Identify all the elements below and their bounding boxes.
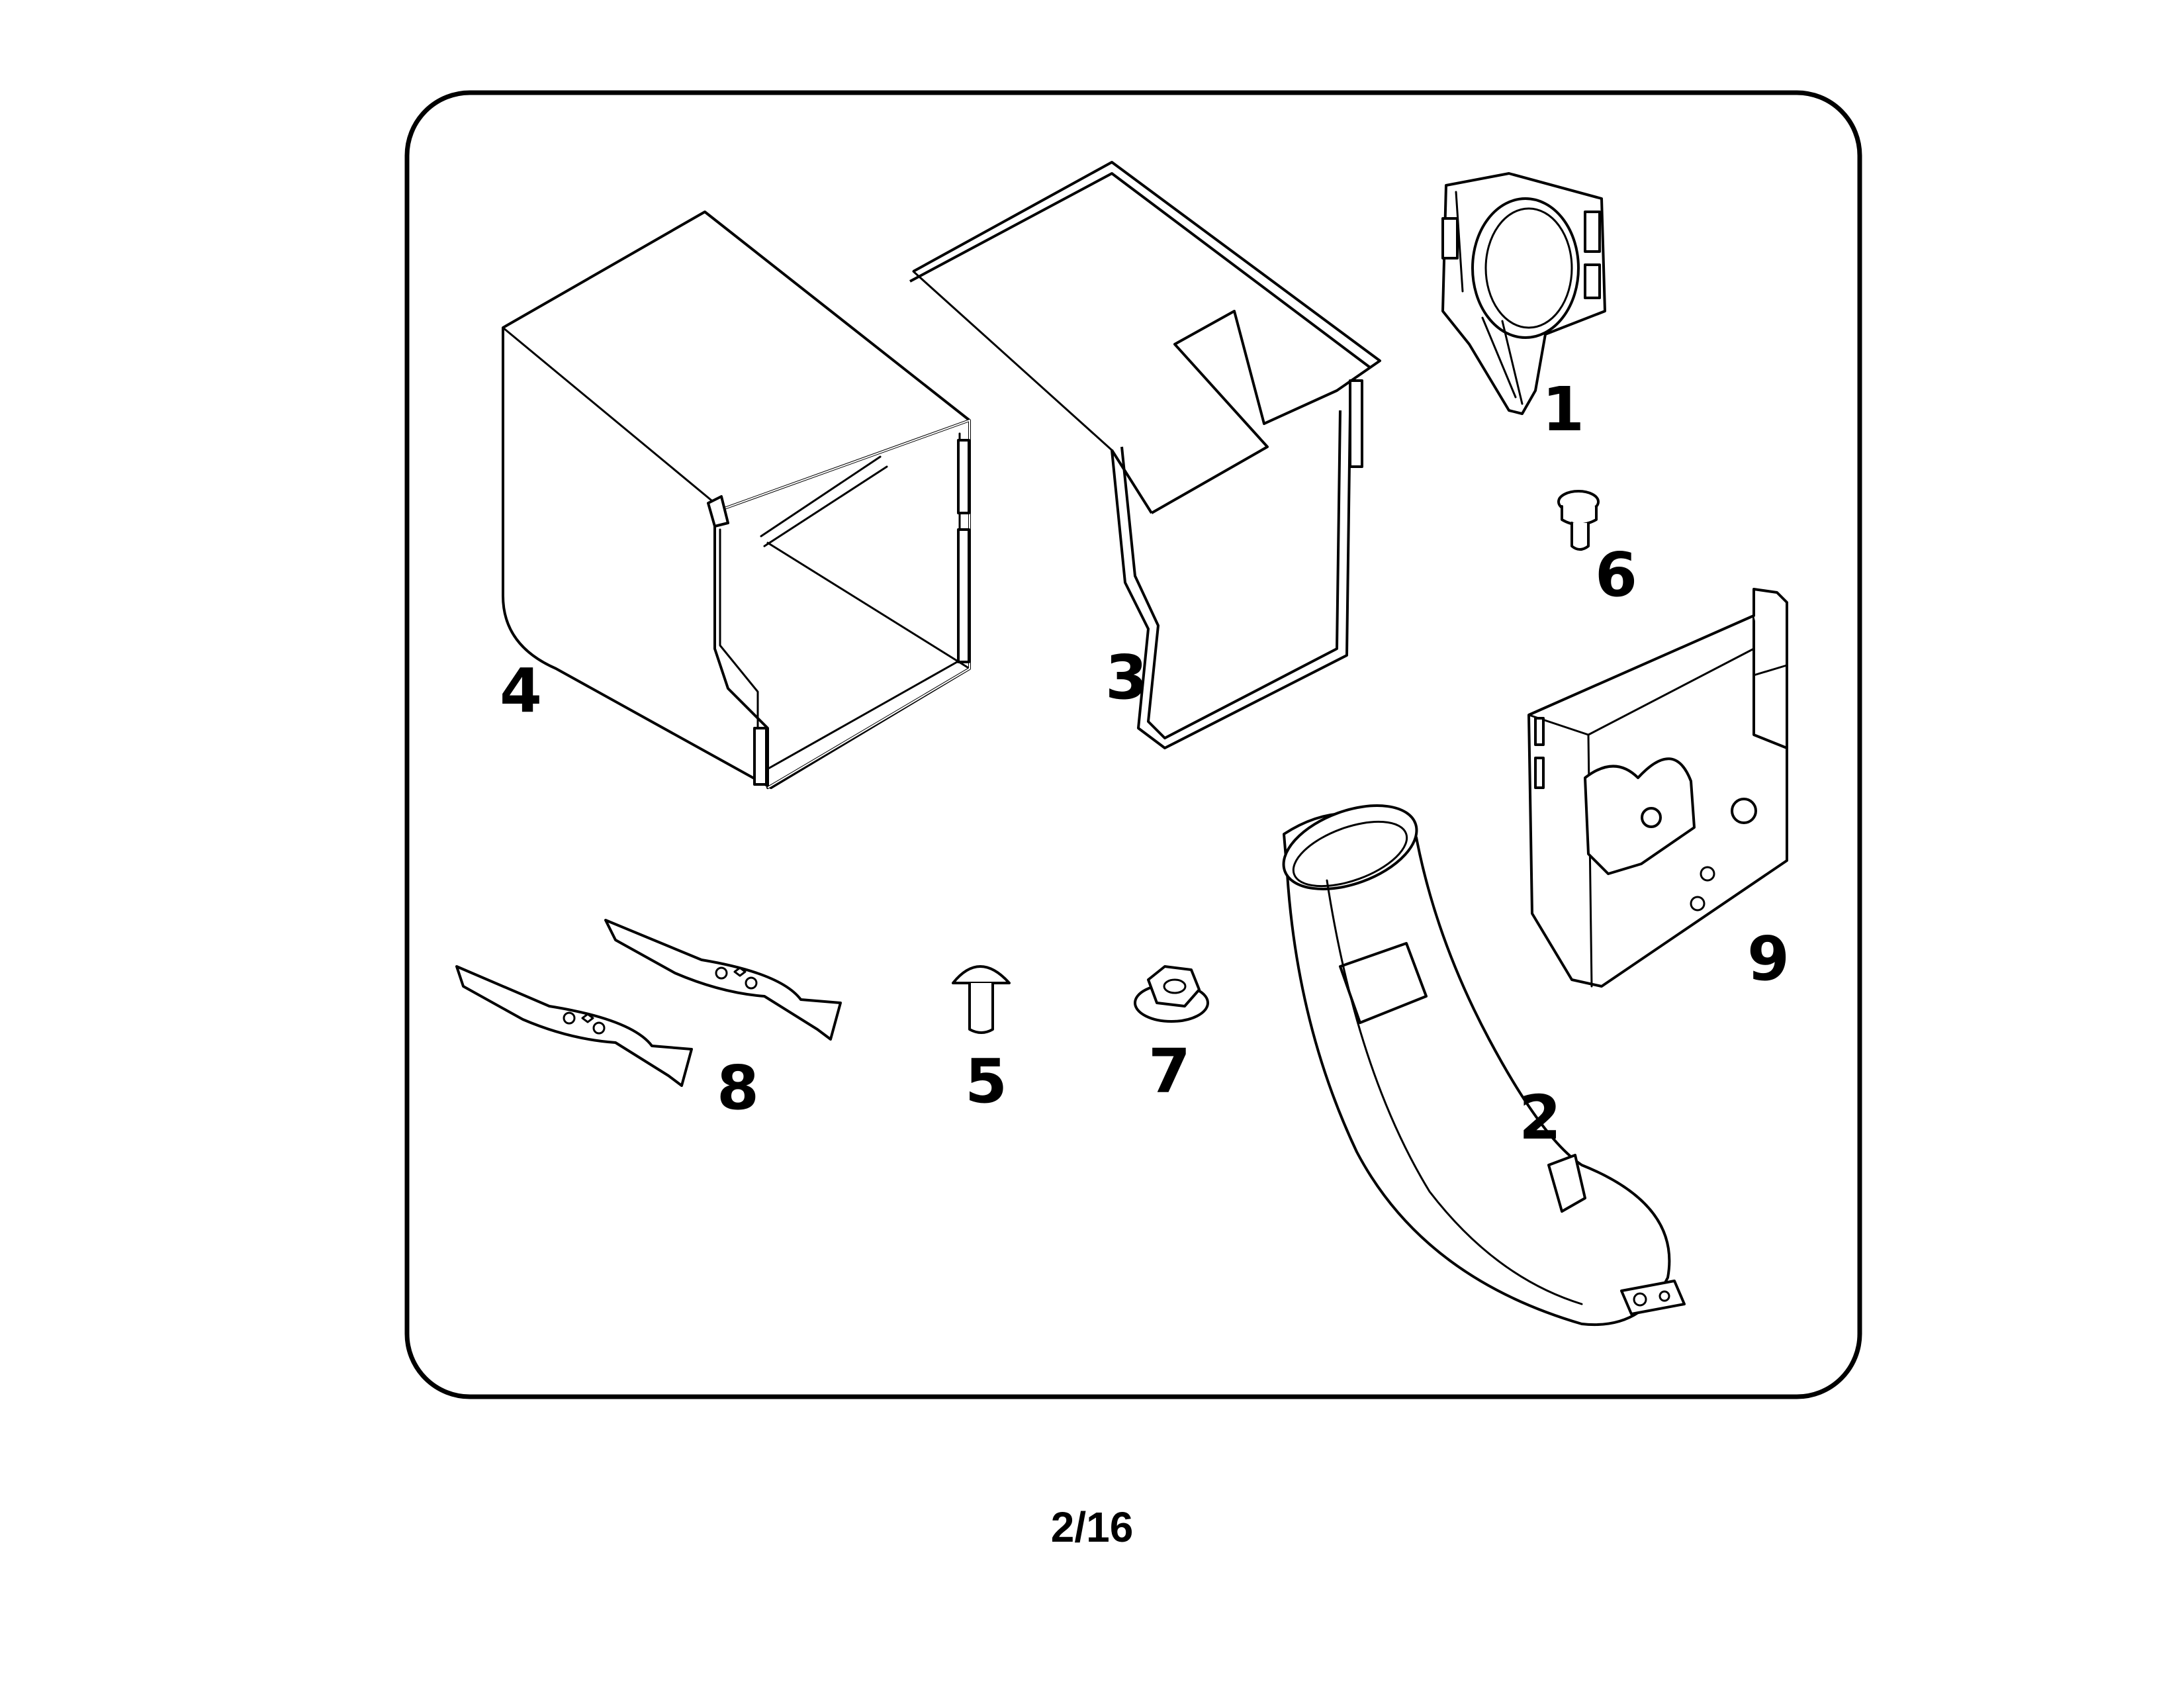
part-6-screw xyxy=(1557,490,1600,551)
callout-1: 1 xyxy=(1542,374,1584,445)
callout-2: 2 xyxy=(1519,1082,1561,1153)
callout-4: 4 xyxy=(500,655,542,726)
callout-6: 6 xyxy=(1595,539,1637,610)
page-number: 2/16 xyxy=(1050,1503,1134,1551)
part-3-bag-frame xyxy=(909,161,1381,749)
callout-5: 5 xyxy=(965,1046,1007,1117)
callout-9: 9 xyxy=(1747,923,1790,994)
part-8-blades xyxy=(455,919,842,1087)
callout-7: 7 xyxy=(1148,1036,1191,1107)
callout-3: 3 xyxy=(1105,642,1148,713)
part-7-flange-nut xyxy=(1134,965,1209,1023)
part-2-discharge-chute xyxy=(1282,804,1686,1327)
callout-8: 8 xyxy=(717,1053,759,1123)
part-4-grass-bag xyxy=(502,211,971,789)
part-9-chute-bracket xyxy=(1527,588,1788,988)
part-1-chute-adapter xyxy=(1441,172,1606,415)
part-5-carriage-bolt xyxy=(952,965,1011,1034)
